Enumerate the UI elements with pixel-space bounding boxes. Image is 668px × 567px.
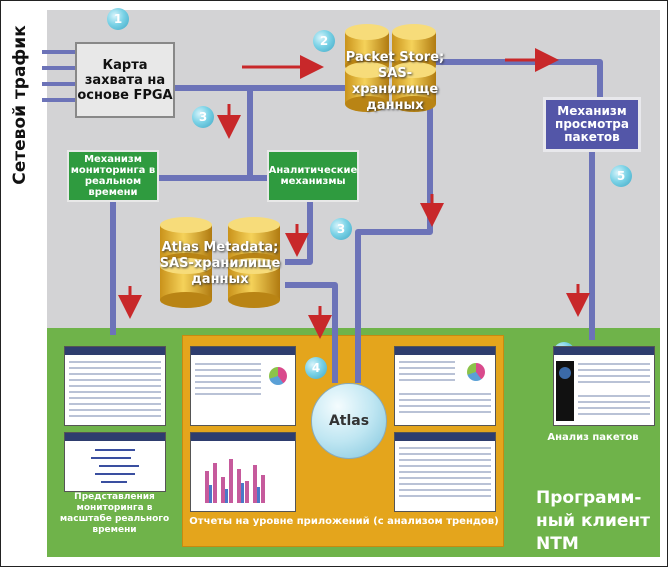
atlas-metadata-label: Atlas Metadata; SAS-хранилище данных xyxy=(159,240,281,287)
monitoring-screenshot-1 xyxy=(64,346,166,426)
app-reports-caption: Отчеты на уровне приложений (с анализом … xyxy=(189,516,499,527)
atlas-node: Atlas xyxy=(311,383,387,459)
packet-viewer-engine: Механизм просмотра пакетов xyxy=(543,97,641,152)
step-badge-5a: 5 xyxy=(610,165,632,187)
step-badge-3a: 3 xyxy=(192,106,214,128)
packet-store-label: Packet Store; SAS-хранилище данных xyxy=(345,50,445,113)
packet-analysis-caption: Анализ пакетов xyxy=(547,432,639,443)
monitoring-screenshot-2 xyxy=(64,432,166,492)
packet-store-cylinders xyxy=(345,24,436,112)
realtime-monitoring-engine: Механизм мониторинга в реальном времени xyxy=(67,150,159,202)
monitoring-views-caption: Представления мониторинга в масштабе реа… xyxy=(59,492,170,535)
traffic-input-lines xyxy=(42,50,75,102)
step-badge-3b: 3 xyxy=(330,218,352,240)
app-report-screenshot-1 xyxy=(190,346,296,426)
flow-arrows xyxy=(118,48,590,339)
step-badge-1: 1 xyxy=(107,8,129,30)
analytics-engines: Аналитические механизмы xyxy=(267,150,359,202)
step-badge-2: 2 xyxy=(313,30,335,52)
app-report-screenshot-2 xyxy=(190,432,296,512)
app-report-screenshot-4 xyxy=(394,432,496,512)
packet-analysis-screenshot xyxy=(553,346,655,426)
step-badge-4: 4 xyxy=(305,357,327,379)
app-report-screenshot-3 xyxy=(394,346,496,426)
ntm-client-label: Программ-ный клиент NTM xyxy=(536,488,650,554)
atlas-metadata-cylinders xyxy=(160,217,280,308)
fpga-capture-card: Карта захвата на основе FPGA xyxy=(75,42,175,118)
